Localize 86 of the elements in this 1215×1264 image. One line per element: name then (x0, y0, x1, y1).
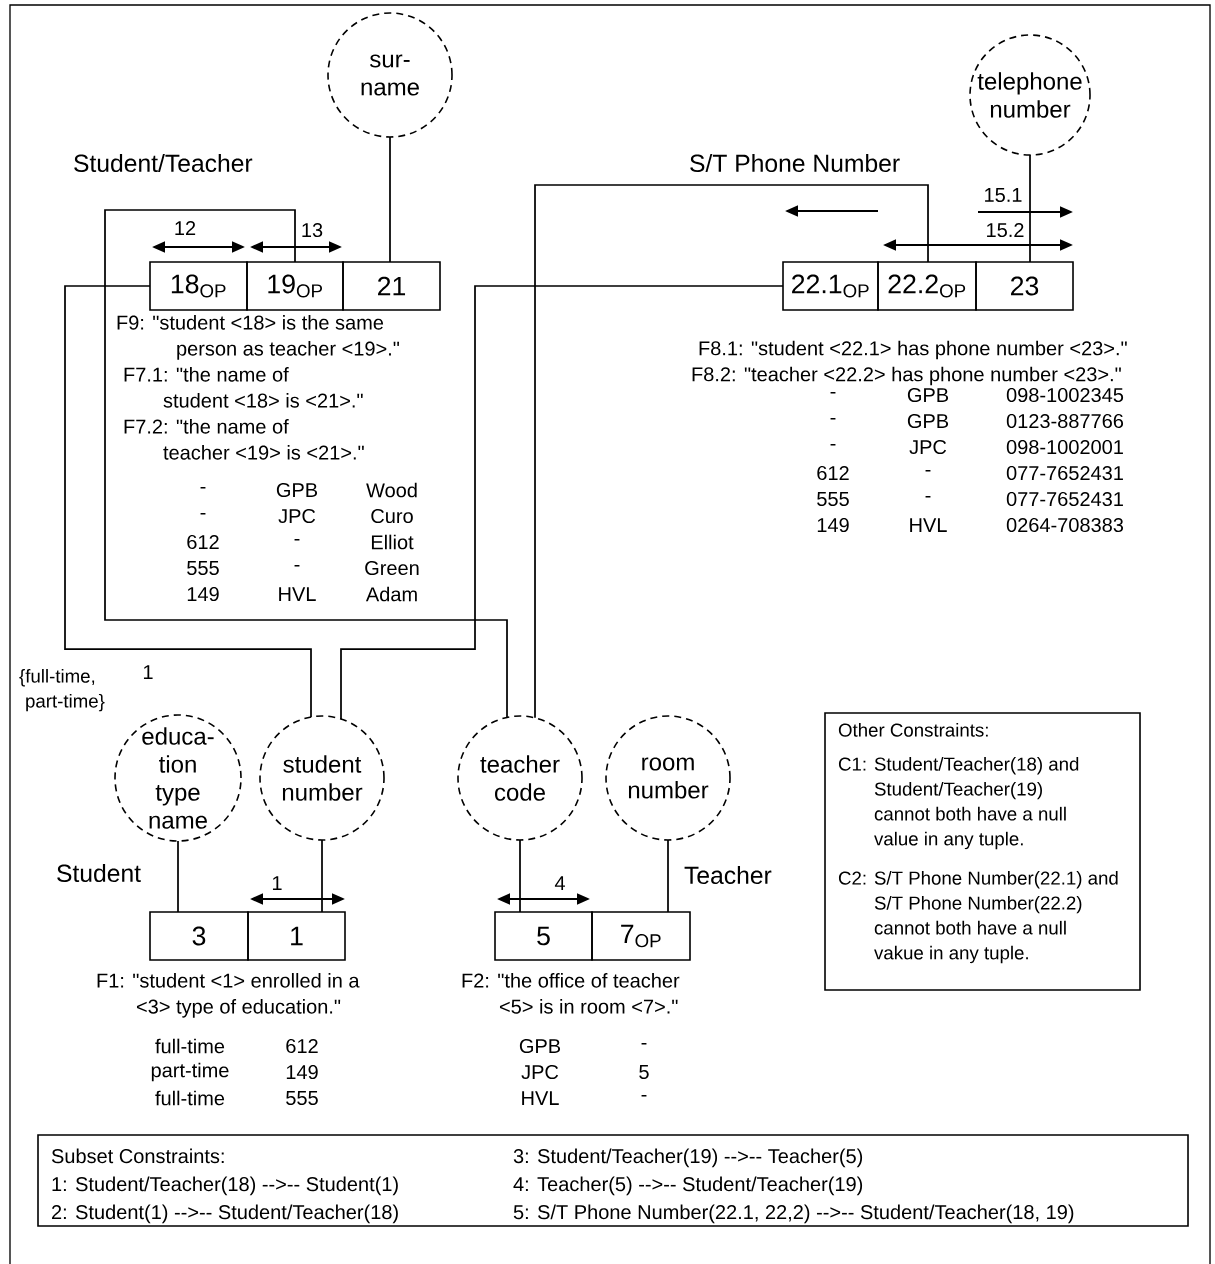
table-cell: 149 (817, 517, 849, 533)
table-cell: 0264-708383 (1006, 517, 1124, 533)
connector-line (1029, 154, 1031, 263)
table-cell: 612 (817, 465, 849, 481)
table-cell: 149 (187, 586, 219, 602)
table-cell: Adam (365, 586, 417, 602)
table-cell: full-time (155, 1090, 225, 1106)
constraint-number: 15.1 (985, 188, 1022, 202)
constraint-number: 12 (175, 221, 196, 235)
table-cell: - (294, 538, 300, 541)
connector-line (389, 136, 391, 263)
table-cell: - (641, 1042, 647, 1045)
role-box: 7$_{OP}$ (591, 911, 691, 961)
table-cell: 555 (187, 561, 219, 575)
fact-sentence: F8.2: "teacher <22.2> has phone number <23>." (692, 366, 1121, 386)
fact-type-name: Student (57, 863, 141, 883)
constraint-number: 1 (272, 876, 282, 890)
table-cell: 5 (639, 1065, 649, 1079)
table-cell: 555 (286, 1091, 318, 1105)
table-cell: - (830, 417, 836, 420)
table-cell: HVL (522, 1091, 559, 1105)
role-box: 5 (494, 911, 593, 961)
table-cell: 612 (286, 1038, 318, 1054)
role-box: 3 (149, 911, 249, 961)
fact-sentence: F8.1: "student <22.1> has phone number <23>." (699, 340, 1127, 360)
connector-line (321, 839, 323, 913)
connector-line (534, 184, 929, 719)
table-cell: Curo (371, 508, 413, 524)
table-cell: JPC (278, 508, 316, 524)
table-cell: - (830, 391, 836, 394)
table-cell: GPB (907, 387, 949, 403)
value-constraint: {full-time, part-time} (19, 669, 105, 712)
connector-line (519, 839, 521, 913)
table-cell: 077-7652431 (1006, 465, 1123, 481)
role-box: 22.2$_{OP}$ (877, 261, 977, 311)
fact-sentence: F9: "student <18> is the same person as teacher <19>." (117, 315, 400, 360)
constraint-number: 4 (554, 876, 565, 890)
table-cell: HVL (279, 587, 316, 601)
constraint-box: Other Constraints: C1: Student/Teacher(18) and Student/Teacher(19) cannot both have a null value in any tuple. C2: S/T Phone Number(22.1) and S/T Phone Number(22.2) cannot both have a null vakue in any tuple. (824, 712, 1141, 991)
table-cell: JPC (909, 439, 947, 455)
table-cell: full-time (155, 1038, 225, 1054)
role-box: 1 (247, 911, 346, 961)
table-cell: - (925, 469, 931, 472)
constraint-number: 13 (302, 222, 323, 238)
connector-line (340, 285, 784, 720)
connector-line (64, 285, 312, 718)
table-cell: Elliot (371, 534, 414, 550)
constraint-number: 15.2 (987, 222, 1024, 238)
table-cell: GPB (276, 482, 318, 498)
table-cell: 149 (286, 1064, 318, 1080)
table-cell: GPB (907, 413, 949, 429)
table-cell: 612 (187, 534, 219, 550)
role-box: 22.1$_{OP}$ (782, 261, 879, 311)
table-cell: 098-1002345 (1006, 387, 1124, 403)
table-cell: - (294, 564, 300, 567)
table-cell: - (830, 443, 836, 446)
constraint-box: Subset Constraints: 1: Student/Teacher(18) -->-- Student(1) 2: Student(1) -->-- Student/Teacher(18) 3: Student/Teacher(19) -->-- Teacher(5) 4: Teacher(5) -->-- Student/Teacher(19) 5: S/T Phone Number(22.1, 22,2) -->-- Student/Teacher(18, 19) (37, 1134, 1189, 1227)
table-cell: - (641, 1095, 647, 1097)
fact-sentence: F7.1: "the name of student <18> is <21>." (124, 367, 363, 408)
table-cell: 555 (817, 492, 849, 506)
table-cell: - (200, 486, 206, 489)
fact-sentence: F2: "the office of teacher <5> is in room <7>." (462, 973, 680, 1014)
table-cell: Green (365, 560, 419, 576)
connector-line (177, 840, 179, 913)
table-cell: 0123-887766 (1006, 413, 1124, 429)
table-cell: HVL (910, 518, 947, 532)
table-cell: GPB (519, 1038, 561, 1054)
table-cell: JPC (521, 1064, 559, 1080)
connector-line (104, 209, 508, 719)
connector-line (667, 839, 669, 913)
fact-type-name: Student/Teacher (74, 153, 253, 173)
table-cell: 098-1002001 (1006, 439, 1123, 455)
table-cell: 077-7652431 (1006, 491, 1123, 507)
fact-type-name: Teacher (684, 865, 772, 885)
role-box: 21 (342, 261, 441, 311)
fact-type-name: S/T Phone Number (690, 153, 900, 173)
fact-sentence: F1: "student <1> enrolled in a <3> type of education." (97, 973, 360, 1018)
constraint-number: 1 (143, 665, 153, 679)
table-cell: Wood (366, 482, 417, 498)
role-box: 18$_{OP}$ (149, 261, 248, 311)
role-box: 23 (975, 261, 1074, 311)
fact-sentence: F7.2: "the name of teacher <19> is <21>." (124, 419, 364, 460)
role-box: 19$_{OP}$ (246, 261, 344, 311)
table-cell: - (200, 512, 206, 515)
table-cell: - (925, 495, 931, 498)
table-cell: part-time (151, 1062, 229, 1082)
